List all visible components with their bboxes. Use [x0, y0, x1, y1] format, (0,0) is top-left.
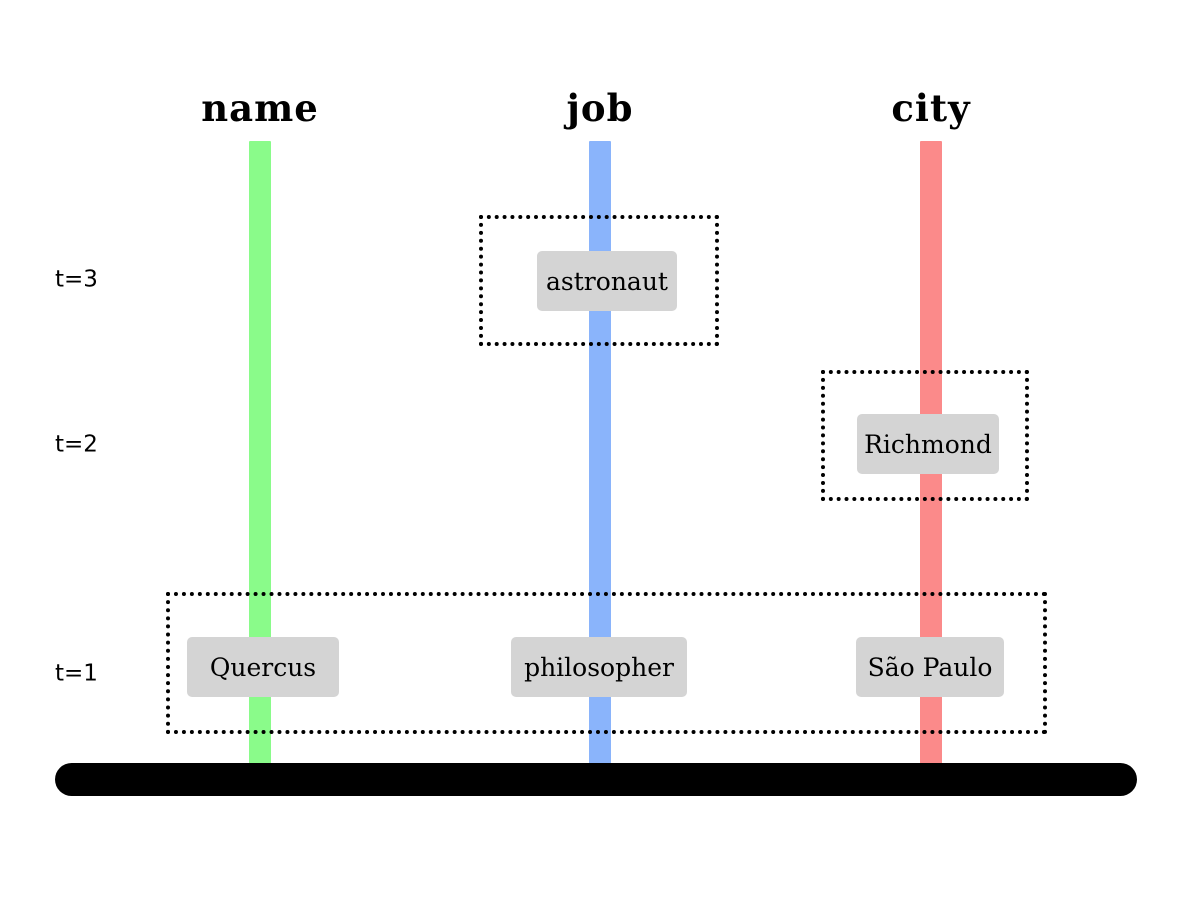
column-header-job: job — [566, 86, 634, 130]
time-label-t3: t=3 — [55, 266, 98, 293]
column-header-name: name — [201, 86, 319, 130]
time-label-t1: t=1 — [55, 660, 98, 687]
event-frame-t3 — [479, 215, 719, 346]
value-chip-sao-paulo[interactable]: São Paulo — [856, 637, 1004, 697]
time-label-t2: t=2 — [55, 431, 98, 458]
base-bar — [55, 763, 1137, 796]
column-header-city: city — [891, 86, 971, 130]
event-frame-t1 — [166, 592, 1047, 734]
value-chip-label: Quercus — [209, 652, 317, 682]
value-chip-philosopher[interactable]: philosopher — [511, 637, 687, 697]
value-chip-label: astronaut — [546, 266, 668, 296]
value-chip-label: philosopher — [524, 652, 674, 682]
event-frame-t2 — [821, 370, 1029, 501]
value-chip-astronaut[interactable]: astronaut — [537, 251, 677, 311]
column-stripe-name — [249, 141, 271, 781]
value-chip-label: São Paulo — [867, 652, 993, 682]
value-chip-quercus[interactable]: Quercus — [187, 637, 339, 697]
value-chip-richmond[interactable]: Richmond — [857, 414, 999, 474]
value-chip-label: Richmond — [864, 429, 992, 459]
